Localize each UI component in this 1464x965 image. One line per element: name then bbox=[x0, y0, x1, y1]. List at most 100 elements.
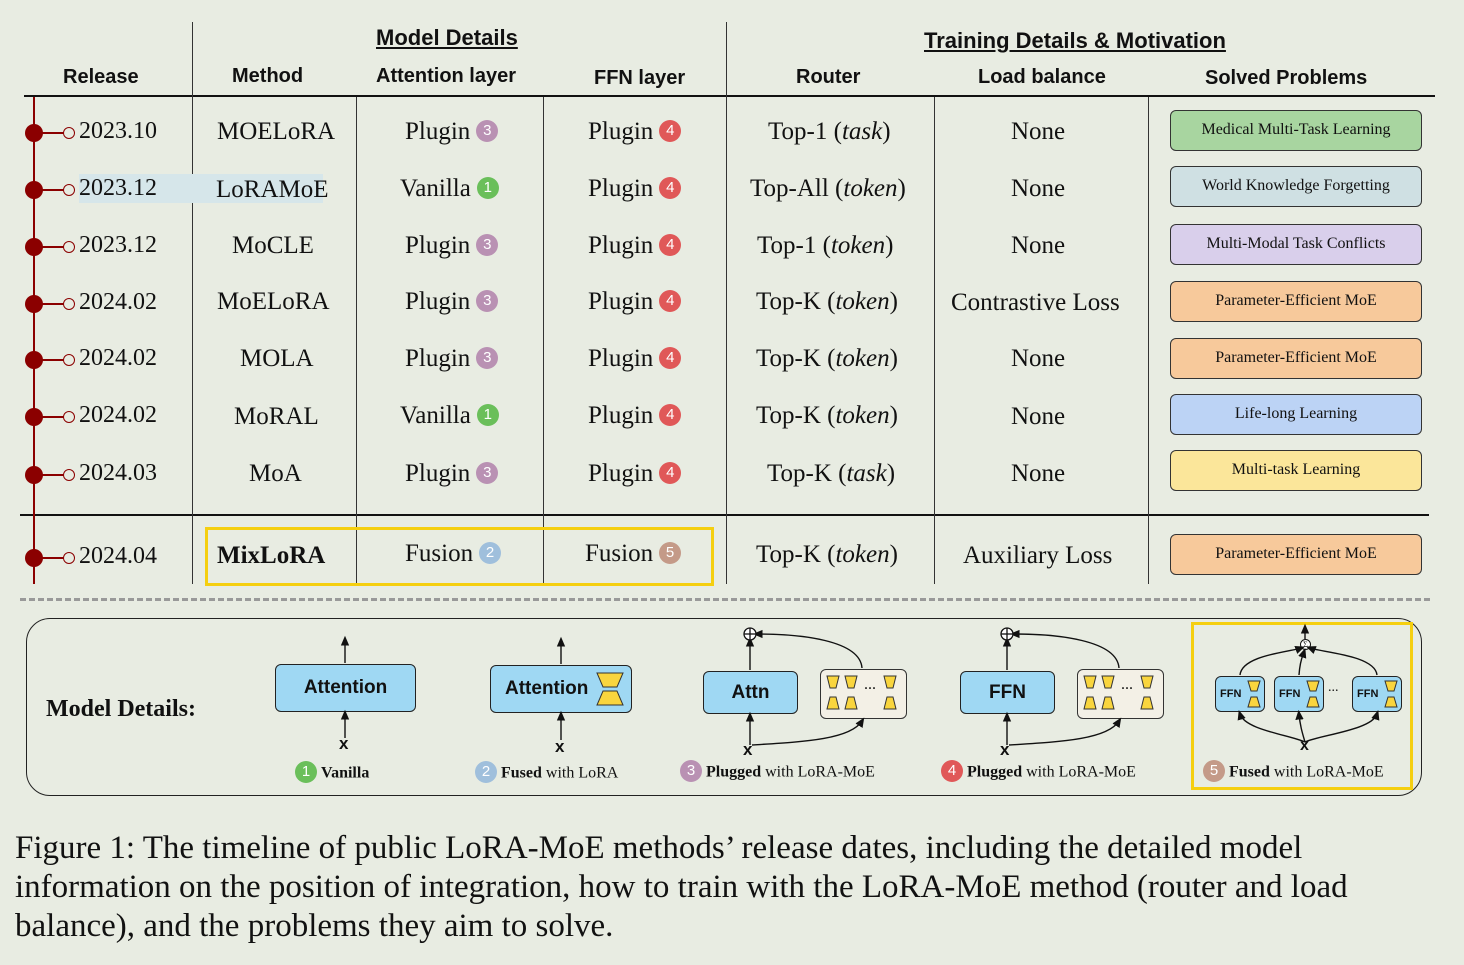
badge-2-icon: 2 bbox=[479, 542, 502, 565]
load-balance-cell: Contrastive Loss bbox=[951, 289, 1120, 316]
badge-3-icon: 3 bbox=[476, 347, 499, 370]
router-cell: Top-K (token) bbox=[756, 345, 898, 372]
timeline-tick bbox=[41, 359, 65, 361]
method-name: MoCLE bbox=[232, 232, 314, 259]
timeline-tick bbox=[41, 189, 65, 191]
timeline-tick bbox=[41, 557, 65, 559]
header-method: Method bbox=[232, 65, 304, 87]
timeline-ring bbox=[63, 411, 75, 423]
problem-tag: Parameter-Efficient MoE bbox=[1170, 281, 1422, 322]
badge-2-icon: 2 bbox=[475, 761, 497, 783]
method-name: MixLoRA bbox=[217, 542, 326, 569]
column-divider bbox=[356, 97, 357, 584]
model-details-label: Model Details: bbox=[46, 696, 196, 722]
x-input-label: x bbox=[555, 737, 565, 756]
release-date: 2024.02 bbox=[79, 345, 157, 371]
badge-4-icon: 4 bbox=[659, 462, 682, 485]
ellipsis-text: ... bbox=[864, 676, 876, 693]
timeline-dot bbox=[25, 295, 43, 313]
model-details-panel bbox=[26, 618, 1422, 796]
row-highlight bbox=[79, 174, 323, 203]
router-cell: Top-All (token) bbox=[750, 175, 906, 202]
ellipsis-text: ... bbox=[1121, 676, 1133, 693]
method-name: MoA bbox=[249, 460, 302, 487]
header-attention: Attention layer bbox=[376, 65, 517, 87]
timeline-ring bbox=[63, 552, 75, 564]
problem-tag: Parameter-Efficient MoE bbox=[1170, 534, 1422, 575]
dashed-separator bbox=[20, 598, 1430, 601]
timeline-dot bbox=[25, 351, 43, 369]
load-balance-cell: None bbox=[1011, 345, 1066, 372]
load-balance-cell: None bbox=[1011, 175, 1066, 202]
badge-1-icon: 1 bbox=[476, 177, 499, 200]
timeline-tick bbox=[41, 132, 65, 134]
method-name: MOELoRA bbox=[217, 118, 336, 145]
router-cell: Top-K (token) bbox=[756, 541, 898, 568]
release-date: 2024.02 bbox=[79, 402, 157, 428]
ellipsis-text: ... bbox=[1328, 680, 1339, 695]
badge-5-icon: 5 bbox=[659, 542, 682, 565]
timeline-tick bbox=[41, 246, 65, 248]
badge-1-icon: 1 bbox=[295, 761, 317, 783]
badge-1-icon: 1 bbox=[476, 404, 499, 427]
load-balance-cell: None bbox=[1011, 403, 1066, 430]
timeline-axis bbox=[33, 97, 35, 584]
badge-4-icon: 4 bbox=[659, 177, 682, 200]
column-divider bbox=[192, 22, 193, 584]
badge-3-icon: 3 bbox=[680, 760, 702, 782]
router-cell: Top-K (task) bbox=[767, 460, 896, 487]
timeline-ring bbox=[63, 127, 75, 139]
figure-caption: Figure 1: The timeline of public LoRA-Mo… bbox=[15, 830, 1348, 944]
timeline-tick bbox=[41, 416, 65, 418]
release-date: 2024.02 bbox=[79, 289, 157, 315]
badge-3-icon: 3 bbox=[476, 120, 499, 143]
x-input-label: x bbox=[1000, 740, 1010, 759]
release-date: 2024.03 bbox=[79, 460, 157, 486]
router-cell: Top-1 (task) bbox=[768, 118, 891, 145]
group-model-details: Model Details bbox=[376, 25, 518, 50]
timeline-dot bbox=[25, 238, 43, 256]
x-input-label: x bbox=[743, 740, 753, 759]
badge-4-icon: 4 bbox=[659, 120, 682, 143]
header-router: Router bbox=[796, 66, 861, 88]
method-name: MoELoRA bbox=[217, 288, 330, 315]
release-date: 2023.10 bbox=[79, 118, 157, 144]
timeline-dot bbox=[25, 124, 43, 142]
problem-tag: Parameter-Efficient MoE bbox=[1170, 338, 1422, 379]
header-rule bbox=[24, 95, 1435, 97]
release-date: 2023.12 bbox=[79, 175, 157, 201]
timeline-dot bbox=[25, 181, 43, 199]
separator-rule bbox=[20, 514, 1429, 516]
load-balance-cell: None bbox=[1011, 232, 1066, 259]
method-name: MOLA bbox=[240, 345, 314, 372]
attention-block: Attention bbox=[275, 664, 416, 712]
header-release: Release bbox=[63, 66, 139, 88]
badge-4-icon: 4 bbox=[659, 290, 682, 313]
badge-4-icon: 4 bbox=[659, 234, 682, 257]
router-cell: Top-K (token) bbox=[756, 402, 898, 429]
timeline-ring bbox=[63, 298, 75, 310]
problem-tag: Life-long Learning bbox=[1170, 394, 1422, 435]
timeline-tick bbox=[41, 303, 65, 305]
release-date: 2024.04 bbox=[79, 543, 157, 569]
header-ffn: FFN layer bbox=[594, 67, 686, 89]
x-input-label: x bbox=[339, 734, 349, 753]
